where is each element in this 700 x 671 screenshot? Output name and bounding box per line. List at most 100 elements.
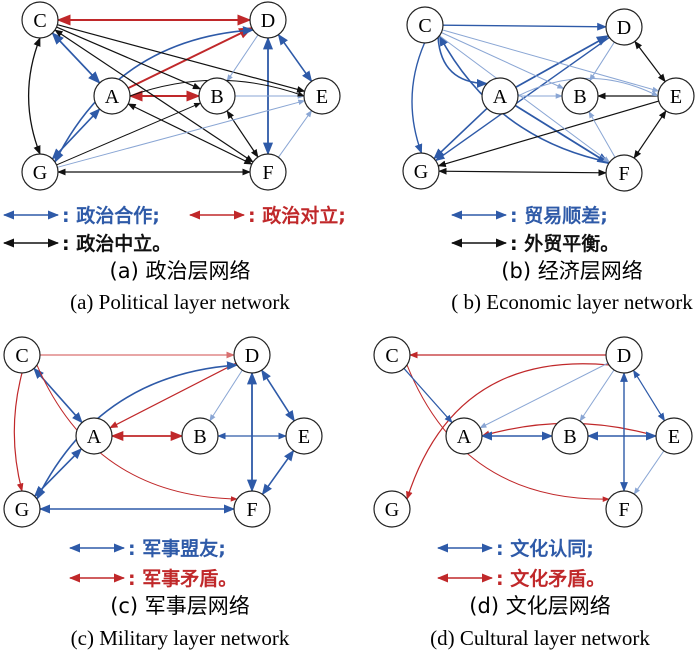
edge-C-A: [403, 368, 453, 424]
legend-item: : 贸易顺差;: [450, 204, 608, 227]
legend-item: : 军事矛盾。: [68, 567, 237, 590]
node-label: A: [105, 86, 120, 108]
node-label: A: [493, 86, 508, 108]
node-label: E: [298, 426, 310, 448]
legend-label: : 军事盟友;: [128, 537, 226, 560]
legend-item: : 文化矛盾。: [436, 567, 605, 590]
edge-C-A: [51, 32, 101, 84]
edge-F-E: [261, 449, 295, 496]
edge-E-F: [633, 450, 665, 495]
legend-label: : 军事矛盾。: [128, 567, 237, 590]
node-F: F: [605, 154, 643, 192]
node-G: G: [21, 153, 59, 191]
edge-A-F: [127, 103, 253, 165]
node-label: C: [33, 10, 46, 32]
edge-C-E: [442, 29, 660, 93]
edge-E-G: [437, 100, 659, 168]
node-label: A: [457, 426, 472, 448]
edge-C-G: [13, 372, 24, 492]
edge-D-B: [209, 369, 243, 422]
edge-F-B: [588, 111, 616, 158]
node-A: A: [93, 77, 131, 115]
legend-item: : 军事盟友;: [68, 537, 226, 560]
node-E: E: [303, 77, 341, 115]
edge-C-B: [441, 32, 565, 89]
node-label: F: [246, 499, 257, 521]
edge-A-G: [433, 107, 488, 160]
edge-D-B: [226, 34, 259, 82]
node-label: D: [617, 17, 631, 39]
edge-D-E: [634, 40, 666, 83]
node-label: D: [261, 10, 275, 32]
legend-label: : 政治合作;: [62, 204, 160, 227]
edge-C-F: [406, 364, 610, 502]
caption-english: (a) Political layer network: [70, 290, 290, 314]
edge-C-A: [33, 367, 83, 424]
legend-item: : 外贸平衡。: [450, 232, 619, 255]
edge-G-B: [56, 102, 202, 166]
node-G: G: [3, 490, 41, 528]
edge-A-F: [514, 104, 610, 165]
edge-F-E: [278, 110, 312, 158]
caption-english: (c) Military layer network: [71, 626, 290, 650]
edge-D-E: [277, 33, 313, 83]
edge-A-D: [515, 34, 610, 89]
node-C: C: [406, 6, 444, 44]
edge-C-F: [439, 35, 611, 163]
node-A: A: [445, 417, 483, 455]
node-label: F: [618, 163, 629, 185]
node-G: G: [373, 490, 411, 528]
node-G: G: [402, 152, 440, 190]
node-label: E: [668, 426, 680, 448]
caption-chinese: (c) 军事层网络: [110, 594, 250, 618]
edge-D-G: [434, 36, 610, 162]
node-label: F: [262, 162, 273, 184]
edge-C-G: [27, 37, 41, 155]
node-F: F: [605, 490, 643, 528]
edge-G-F: [438, 167, 607, 177]
node-label: G: [414, 161, 428, 183]
legend-item: : 政治合作;: [2, 204, 160, 227]
legend-item: : 政治中立。: [2, 232, 171, 255]
edge-D-G: [36, 361, 239, 500]
node-F: F: [233, 490, 271, 528]
edge-F-C: [438, 34, 610, 164]
node-C: C: [3, 336, 41, 374]
edge-C-A: [437, 37, 489, 88]
caption-chinese: (b) 经济层网络: [501, 259, 642, 283]
node-D: D: [605, 336, 643, 374]
edge-G-A: [51, 108, 101, 160]
node-label: E: [316, 86, 328, 108]
node-B: B: [551, 417, 589, 455]
node-label: B: [573, 86, 586, 108]
node-label: B: [193, 426, 206, 448]
node-label: F: [618, 499, 629, 521]
node-E: E: [655, 417, 693, 455]
edge-E-F: [633, 110, 667, 159]
caption-chinese: (d) 文化层网络: [469, 594, 610, 618]
node-D: D: [605, 8, 643, 46]
edge-G-E: [57, 99, 306, 168]
legend-label: : 文化矛盾。: [496, 567, 605, 590]
node-label: D: [245, 345, 259, 367]
caption-chinese: (a) 政治层网络: [110, 259, 251, 283]
node-D: D: [249, 1, 287, 39]
legend-label: : 外贸平衡。: [510, 232, 619, 255]
node-E: E: [657, 77, 695, 115]
edge-D-E: [632, 369, 666, 422]
node-E: E: [285, 417, 323, 455]
legend-label: : 政治对立;: [248, 204, 346, 227]
node-label: G: [15, 499, 29, 521]
edge-D-B: [589, 41, 615, 82]
node-label: B: [210, 86, 223, 108]
node-label: C: [15, 345, 28, 367]
node-C: C: [373, 336, 411, 374]
panel-a: C D A B E G F : 政治合作; : 政治对立; : 政治中立。 (a) 政治层网络 (a)…: [2, 1, 346, 314]
caption-english: (d) Cultural layer network: [430, 626, 650, 650]
node-label: C: [418, 15, 431, 37]
legend-label: : 贸易顺差;: [510, 204, 608, 227]
